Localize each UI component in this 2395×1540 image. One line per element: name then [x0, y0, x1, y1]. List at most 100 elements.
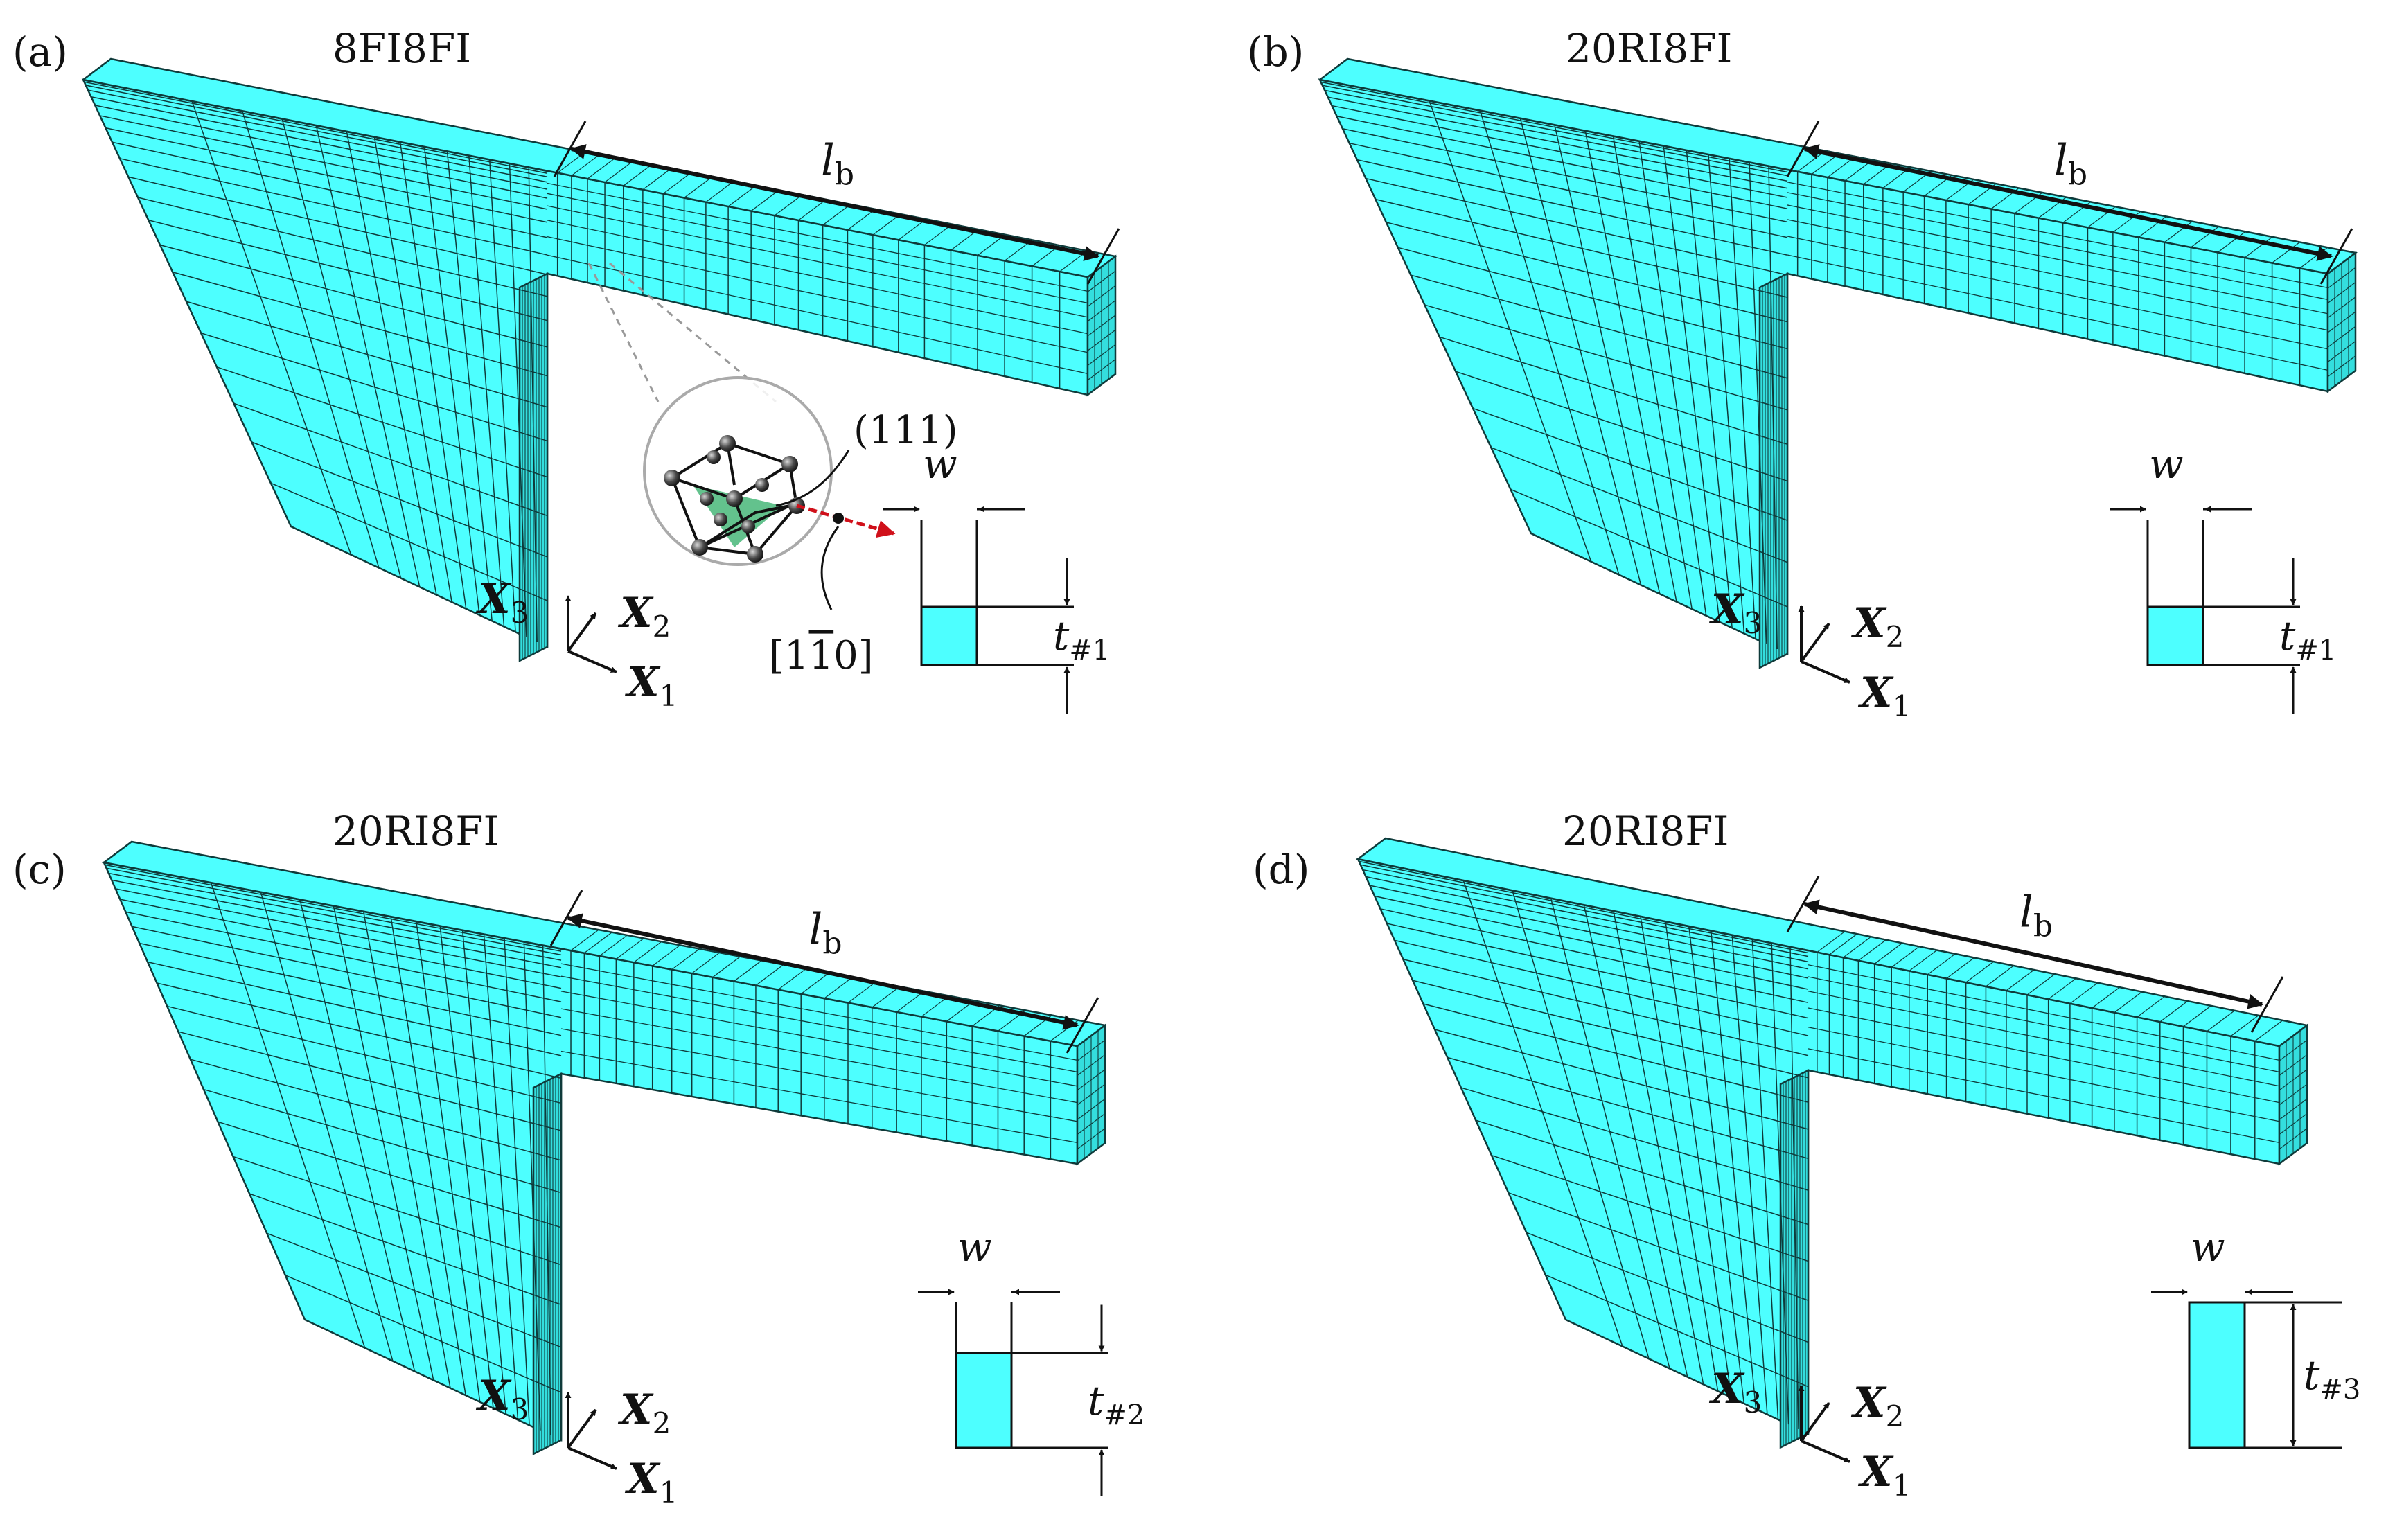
mesh-line [560, 1050, 1078, 1144]
axis-x1-label: X1 [1857, 669, 1911, 723]
mesh-line [1455, 371, 1788, 482]
mesh-line [270, 482, 548, 601]
mesh-line [1359, 860, 1809, 954]
width-label: w [2191, 1223, 2225, 1271]
extension-line [1786, 121, 1820, 177]
mesh-line [1411, 274, 1788, 379]
mesh-line [1768, 166, 1778, 649]
mesh-line [178, 1031, 562, 1131]
mesh-line [132, 926, 562, 1018]
mesh-line [1320, 81, 1788, 173]
mesh-line [87, 89, 548, 183]
mesh-line [1583, 905, 1688, 1377]
atom [691, 539, 708, 556]
mesh-line [85, 85, 548, 178]
atom [719, 435, 736, 452]
atom [833, 513, 844, 524]
mesh-line [547, 254, 1088, 375]
beam-length-subscript: b [2068, 157, 2087, 193]
mesh-line [1358, 859, 1809, 952]
thickness-subscript: #1 [2295, 635, 2336, 666]
axis-x1-label-subscript: 1 [660, 679, 678, 713]
mesh-line [1808, 1048, 2280, 1144]
mesh-line [461, 930, 506, 1415]
axis-x1-arrow [1801, 660, 1850, 684]
mesh-line [191, 100, 352, 555]
axis-x2-label: X2 [617, 1386, 671, 1440]
mesh-line [216, 366, 548, 478]
mesh-line [1394, 939, 1809, 1036]
mesh-line [242, 110, 380, 568]
mesh-model [1356, 837, 2309, 1449]
beam-length-subscript: b [2033, 909, 2053, 944]
mesh-line [1686, 150, 1733, 628]
axis-x2-label: X2 [1850, 599, 1904, 654]
extension-line [1086, 228, 1120, 285]
thickness-label: t#1 [2279, 612, 2336, 666]
panel-title: 8FI8FI [333, 25, 471, 72]
mesh-line [172, 272, 548, 377]
mesh-line [1475, 1119, 1809, 1225]
mesh-line [1508, 1192, 1809, 1301]
mesh-line [1491, 447, 1788, 563]
axis-x1-arrow [567, 1446, 617, 1470]
atom [747, 546, 763, 563]
panel-letter: (c) [12, 846, 67, 893]
length-dimension-arrow [1803, 144, 2333, 261]
mesh-line [423, 146, 480, 615]
mesh-line [137, 197, 548, 297]
mesh-line [2207, 1010, 2235, 1032]
mesh-line [523, 941, 541, 1431]
mesh-line [218, 1121, 562, 1228]
mesh-line [1386, 222, 1788, 323]
axis-x3-label: X3 [475, 575, 529, 630]
panel-title: 20RI8FI [1562, 808, 1729, 855]
axis-x3-label-subscript: 3 [1744, 1386, 1762, 1419]
axis-x1-label: X1 [624, 658, 678, 713]
mesh-line [249, 1193, 562, 1306]
thickness-label: t#1 [1053, 612, 1110, 666]
cross-section-fill [2146, 605, 2204, 666]
mesh-line [333, 905, 434, 1381]
atom [707, 450, 721, 464]
mesh-line [2183, 1005, 2211, 1027]
mesh-line [285, 1275, 562, 1393]
mesh-line [1808, 1007, 2280, 1104]
mesh-line [233, 402, 548, 517]
beam-length-label: lb [809, 904, 842, 962]
mesh-line [1362, 869, 1809, 963]
thickness-subscript: #3 [2319, 1374, 2360, 1406]
width-label: w [2149, 441, 2184, 488]
width-label: w [957, 1223, 992, 1271]
mesh-line [1397, 247, 1788, 350]
mesh-line [139, 942, 562, 1036]
mesh-model [1317, 57, 2358, 669]
extension-line [553, 121, 587, 177]
mesh-line [1526, 1232, 1809, 1343]
slip-plane [693, 485, 783, 547]
mesh-line [1434, 1029, 1809, 1130]
cross-section-fill [955, 1352, 1013, 1449]
mesh-line [528, 167, 538, 642]
axis-x2-label: X2 [1850, 1379, 1904, 1433]
atom [664, 470, 680, 486]
mesh-line [1403, 958, 1809, 1056]
extension-line [2250, 976, 2284, 1033]
mesh-line [200, 333, 548, 442]
mesh-model [81, 57, 1117, 662]
atom [726, 490, 743, 507]
axis-x3-label-subscript: 3 [1744, 606, 1762, 640]
mesh-line [299, 899, 416, 1372]
mesh-line [203, 1088, 562, 1194]
atom [741, 520, 755, 533]
mesh-line [119, 158, 548, 256]
mesh-line [489, 159, 516, 632]
axis-x1-label: X1 [624, 1455, 678, 1510]
panel-title: 20RI8FI [333, 808, 499, 855]
mesh-line [1320, 79, 1788, 171]
mesh-line [84, 81, 548, 174]
